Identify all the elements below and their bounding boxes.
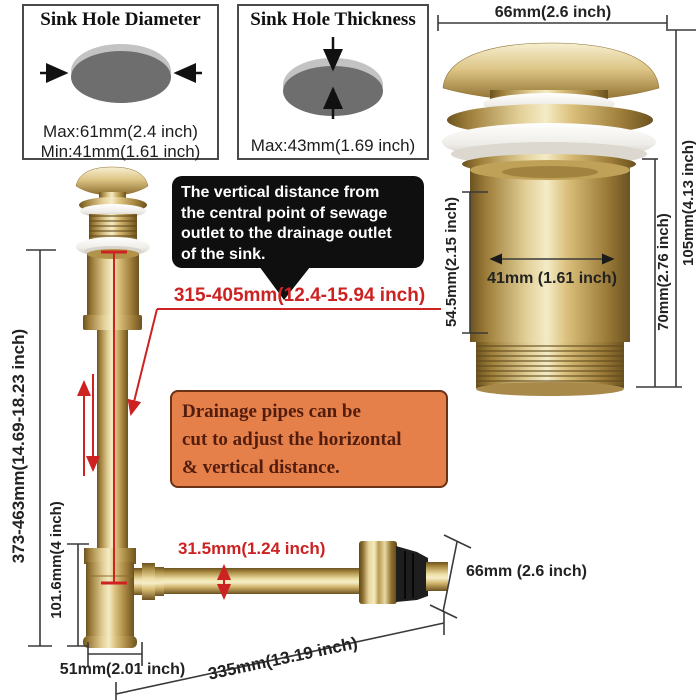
trap-rim (84, 548, 136, 564)
note-line: & vertical distance. (182, 457, 340, 478)
callout-line: outlet to the drainage outlet (181, 225, 392, 242)
left-drain-collar (83, 315, 142, 330)
total-height-label: 105mm(4.13 inch) (680, 140, 697, 266)
drainage-note-box: Drainage pipes can be cut to adjust the … (170, 390, 448, 488)
diameter-box-title: Sink Hole Diameter (40, 9, 201, 30)
tailpipe (97, 330, 128, 550)
note-line: cut to adjust the horizontal (182, 429, 402, 450)
thickness-max-value: Max:43mm(1.69 inch) (250, 136, 416, 155)
vertical-distance-callout: The vertical distance from the central p… (172, 176, 424, 268)
sink-hole-thickness-box: Sink Hole Thickness Max:43mm(1.69 inch) (237, 4, 429, 160)
trap-foot (83, 636, 137, 648)
right-drain-illustration (442, 42, 660, 396)
sink-hole-thickness-graphic (283, 37, 383, 119)
dimension-lines (26, 15, 696, 700)
outlet-end-length-label: 66mm (2.6 inch) (466, 563, 587, 580)
body-diameter-label: 41mm (1.61 inch) (487, 270, 617, 287)
sink-hole-diameter-graphic (40, 44, 202, 103)
outlet-flange (142, 563, 155, 600)
left-total-height-label: 373-463mm(14.69-18.23 inch) (9, 328, 28, 564)
pipe-tip (426, 562, 448, 591)
callout-line: The vertical distance from (181, 184, 380, 201)
below-flange-height-label: 70mm(2.76 inch) (655, 213, 672, 331)
trap-diameter-label: 51mm(2.01 inch) (59, 661, 186, 678)
red-annotations (77, 250, 441, 600)
trap-height-label: 101.6mm(4 inch) (48, 501, 65, 619)
callout-line: of the sink. (181, 245, 266, 263)
hole-ellipse-dark (71, 51, 171, 103)
pipe-nut (359, 541, 397, 604)
horizontal-pipe (164, 568, 362, 594)
rubber-adapter (396, 546, 428, 602)
cap-width-label: 66mm(2.6 inch) (494, 4, 612, 21)
left-drain-cap (75, 166, 149, 196)
body-height-label: 54.5mm(2.15 inch) (443, 196, 460, 328)
vertical-range-label: 315-405mm(12.4-15.94 inch) (173, 285, 426, 306)
callout-line: the central point of sewage (181, 204, 388, 222)
bubble-tail (256, 262, 314, 300)
range-leader-arrow (127, 308, 158, 416)
diameter-max-value: Max:61mm(2.4 inch) (43, 122, 198, 141)
pipe-diameter-label: 31.5mm(1.24 inch) (178, 539, 326, 558)
sink-hole-diameter-box: Sink Hole Diameter Max:61mm(2.4 inch) Mi… (22, 4, 219, 161)
right-drain-body (470, 168, 630, 342)
note-line: Drainage pipes can be (182, 401, 361, 422)
trap-cup (86, 562, 134, 638)
diameter-min-value: Min:41mm(1.61 inch) (40, 142, 201, 161)
thickness-box-title: Sink Hole Thickness (250, 9, 416, 30)
